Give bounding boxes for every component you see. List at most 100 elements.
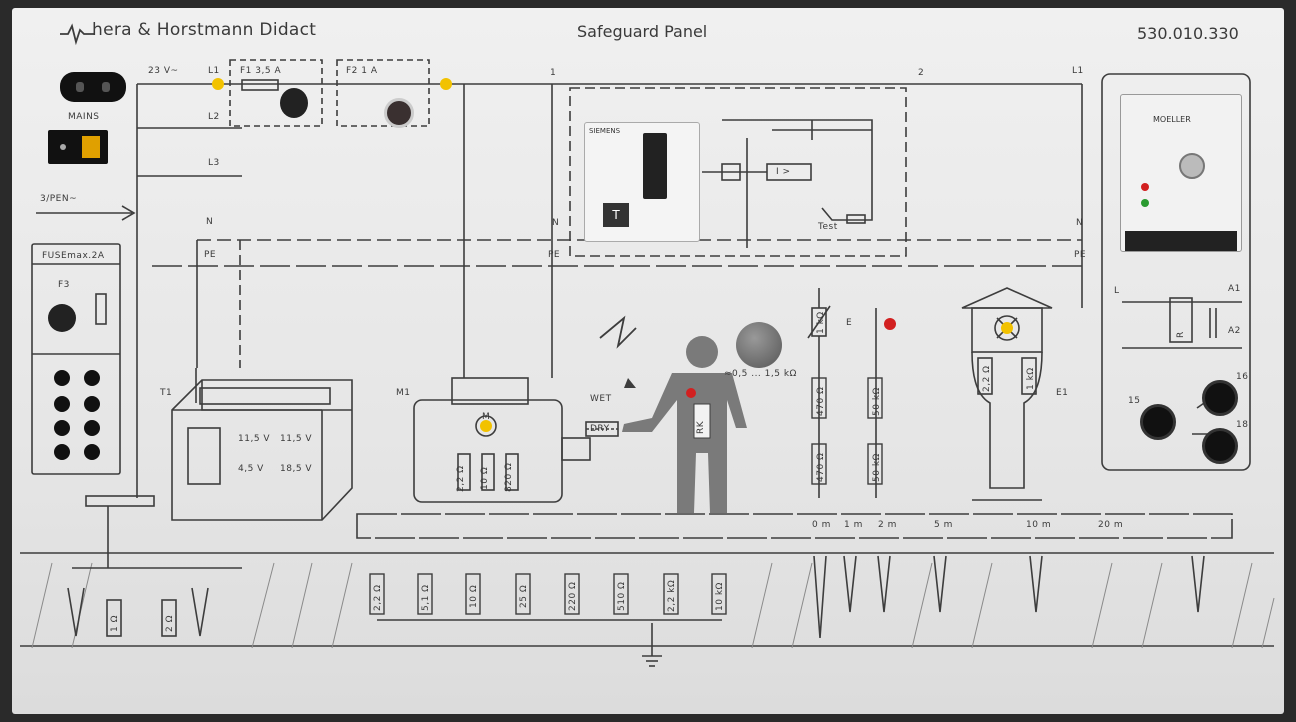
line-l2-label: L2 xyxy=(208,112,220,122)
switch-led xyxy=(60,144,66,150)
motor-label: M1 xyxy=(396,388,411,398)
fuse-f3-label: F3 xyxy=(58,280,70,290)
distance-10m: 10 m xyxy=(1026,520,1052,530)
switch-rocker xyxy=(82,136,100,158)
socket-5[interactable] xyxy=(54,420,70,436)
three-phase-label: 3/PEN~ xyxy=(40,194,78,204)
neutral-label-mid: N xyxy=(552,218,560,228)
lamp-res-1: 2,2 Ω xyxy=(982,365,992,392)
socket-7[interactable] xyxy=(54,444,70,460)
fuse-f2-label: F2 1 A xyxy=(346,66,378,76)
floor-res-5: 220 Ω xyxy=(568,581,578,611)
distance-0m: 0 m xyxy=(812,520,831,530)
relay-led-red xyxy=(1141,183,1149,191)
mains-socket[interactable] xyxy=(60,72,126,102)
relay-device: MOELLER xyxy=(1120,94,1242,252)
insulation-right-res-2: 50 kΩ xyxy=(872,453,882,482)
insulation-e-label: E xyxy=(846,318,853,328)
mains-switch[interactable] xyxy=(48,130,108,164)
fuse-f2-button[interactable] xyxy=(384,98,414,128)
person-silhouette xyxy=(622,336,747,513)
motor-res-2: 10 Ω xyxy=(480,466,490,490)
lamp-e1 xyxy=(1001,322,1013,334)
terminal-15-label: 15 xyxy=(1128,396,1141,406)
fuse-f3-holder[interactable] xyxy=(48,304,76,332)
fuse-f1-holder[interactable] xyxy=(280,88,308,118)
distance-2m: 2 m xyxy=(878,520,897,530)
body-resistance-label: RK xyxy=(696,420,706,434)
rcd-test-label: Test xyxy=(818,222,838,232)
motor-symbol: M xyxy=(482,412,491,422)
floor-res-8: 10 kΩ xyxy=(715,582,725,611)
socket-3[interactable] xyxy=(54,396,70,412)
insulation-right-res-1: 50 kΩ xyxy=(872,387,882,416)
relay-terminals xyxy=(1125,231,1237,251)
socket-4[interactable] xyxy=(84,396,100,412)
insulation-left-res-2: 470 Ω xyxy=(816,452,826,482)
relay-knob[interactable] xyxy=(1179,153,1205,179)
transformer-tap-3: 4,5 V xyxy=(238,464,264,474)
floor-res-3: 10 Ω xyxy=(469,584,479,608)
relay-brand: MOELLER xyxy=(1153,115,1191,124)
electrode-1-label: 1 Ω xyxy=(110,615,120,632)
socket-8[interactable] xyxy=(84,444,100,460)
transformer-tap-2: 11,5 V xyxy=(280,434,313,444)
socket-18[interactable] xyxy=(1202,428,1238,464)
socket-15[interactable] xyxy=(1140,404,1176,440)
transformer-label: T1 xyxy=(160,388,173,398)
floor-res-4: 25 Ω xyxy=(519,584,529,608)
body-resistance-knob[interactable] xyxy=(736,322,782,368)
mains-label: MAINS xyxy=(68,112,100,122)
distance-20m: 20 m xyxy=(1098,520,1124,530)
socket-pin-left xyxy=(76,82,84,92)
relay-led-green xyxy=(1141,199,1149,207)
neutral-label-right: N xyxy=(1076,218,1084,228)
relay-a2-label: A2 xyxy=(1228,326,1241,336)
lamp-f2 xyxy=(440,78,452,90)
node-1-label: 1 xyxy=(550,68,557,78)
floor-res-6: 510 Ω xyxy=(617,581,627,611)
relay-l-label: L xyxy=(1114,286,1120,296)
pe-label-right: PE xyxy=(1074,250,1087,260)
relay-r-label: R xyxy=(1176,331,1186,338)
dry-label: DRY xyxy=(590,424,610,434)
safeguard-panel: hera & Horstmann Didact Safeguard Panel … xyxy=(12,8,1284,714)
insulation-r1-label: 1 kΩ xyxy=(816,311,826,334)
insulation-left-res-1: 470 Ω xyxy=(816,386,826,416)
line-l1-label: L1 xyxy=(208,66,220,76)
supply-voltage-label: 23 V~ xyxy=(148,66,179,76)
motor-lamp xyxy=(480,420,492,432)
rcd-test-button[interactable]: T xyxy=(603,203,629,227)
motor-res-3: 820 Ω xyxy=(504,462,514,492)
terminal-16-label: 16 xyxy=(1236,372,1249,382)
pe-label: PE xyxy=(204,250,217,260)
brand-logo: hera & Horstmann Didact xyxy=(92,20,317,40)
socket-1[interactable] xyxy=(54,370,70,386)
line-l1-label-right: L1 xyxy=(1072,66,1084,76)
floor-res-1: 2,2 Ω xyxy=(373,584,383,611)
electrode-2-label: 2 Ω xyxy=(165,615,175,632)
socket-2[interactable] xyxy=(84,370,100,386)
socket-6[interactable] xyxy=(84,420,100,436)
transformer-tap-1: 11,5 V xyxy=(238,434,271,444)
node-2-label: 2 xyxy=(918,68,925,78)
transformer-tap-4: 18,5 V xyxy=(280,464,313,474)
terminal-18-label: 18 xyxy=(1236,420,1249,430)
neutral-label: N xyxy=(206,217,214,227)
relay-a1-label: A1 xyxy=(1228,284,1241,294)
line-l3-label: L3 xyxy=(208,158,220,168)
motor-res-1: 2,2 Ω xyxy=(456,465,466,492)
panel-title: Safeguard Panel xyxy=(577,22,708,41)
lamp-res-2: 1 kΩ xyxy=(1026,367,1036,390)
socket-pin-right xyxy=(102,82,110,92)
wet-label: WET xyxy=(590,394,612,404)
schematic-drawing xyxy=(20,23,1275,667)
fusemax-label: FUSEmax.2A xyxy=(42,251,105,261)
fuse-f1-label: F1 3,5 A xyxy=(240,66,282,76)
rcd-toggle[interactable] xyxy=(643,133,667,199)
person-lamp xyxy=(686,388,696,398)
floor-res-2: 5,1 Ω xyxy=(421,584,431,611)
lamp-label: E1 xyxy=(1056,388,1069,398)
rcd-brand: SIEMENS xyxy=(589,127,621,135)
socket-16[interactable] xyxy=(1202,380,1238,416)
